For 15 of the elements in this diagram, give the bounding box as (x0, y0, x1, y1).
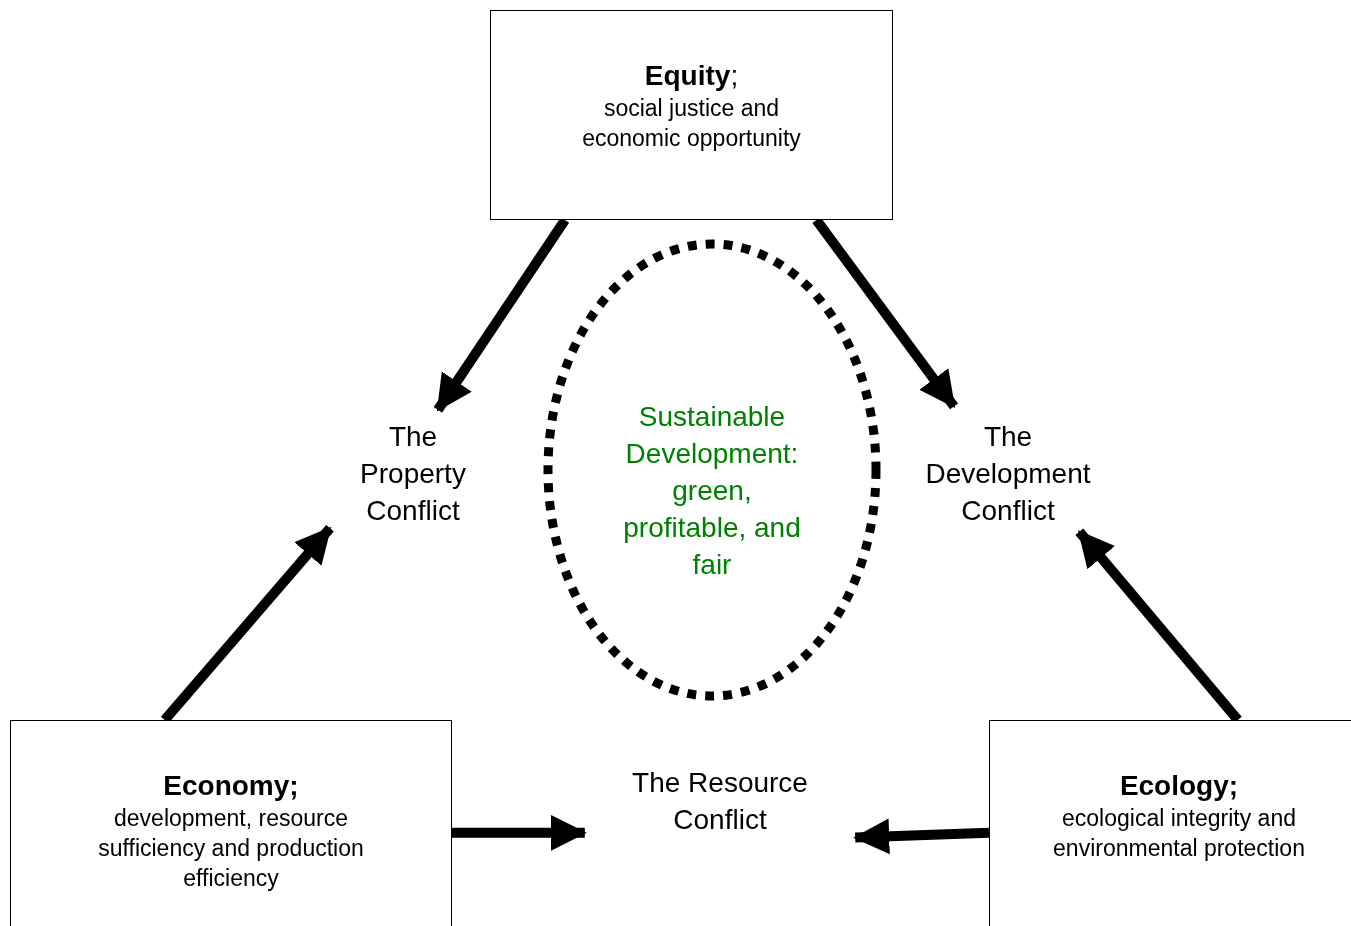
box-description: ecological integrity and environmental protection (1052, 804, 1306, 863)
concept-box (490, 10, 893, 220)
box-heading: Equity; (644, 59, 739, 93)
box-heading: Ecology; (1119, 769, 1239, 803)
box-description: social justice and economic opportunity (581, 94, 802, 153)
box-description: development, resource sufficiency and production efficiency (97, 804, 365, 893)
conflict-label: The Property Conflict (359, 420, 467, 528)
box-heading: Economy; (163, 769, 299, 803)
conflict-label: The Resource Conflict (631, 766, 809, 837)
concept-box (10, 720, 452, 926)
center-label: Sustainable Development: green, profitable, and fair (622, 400, 802, 582)
arrow (452, 814, 587, 851)
conflict-label: The Development Conflict (924, 420, 1092, 528)
arrow (853, 818, 990, 855)
concept-box (989, 720, 1351, 926)
